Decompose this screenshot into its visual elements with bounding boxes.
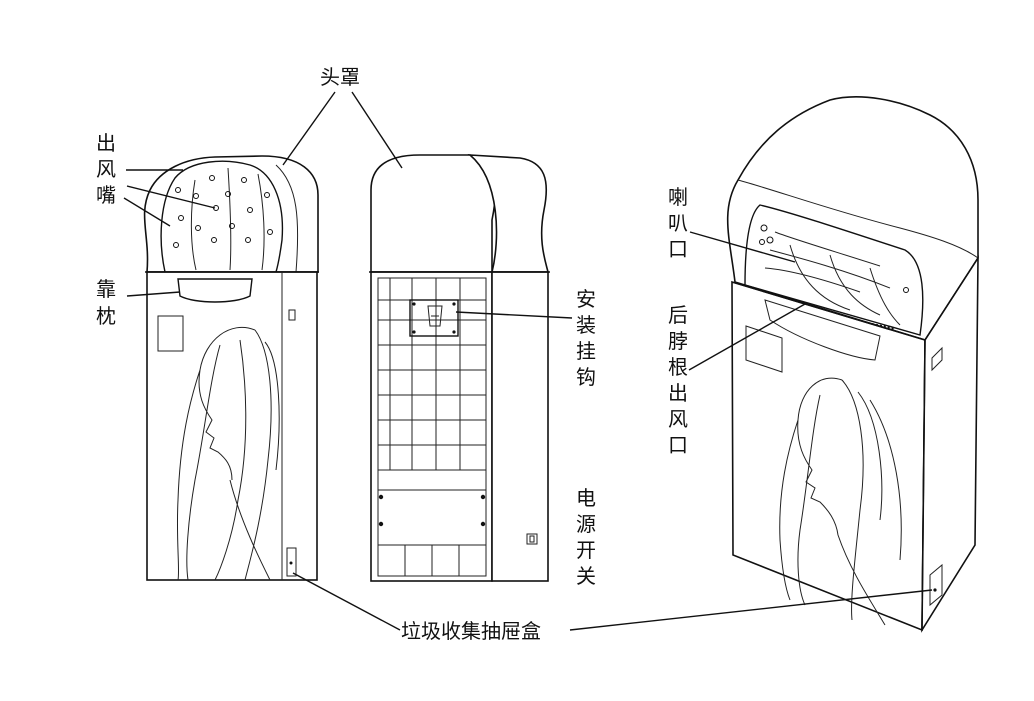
label-mounting-hook-2: 装 — [576, 313, 596, 337]
label-horn-mouth-2: 叭 — [668, 211, 688, 235]
iso-view-unit — [726, 96, 979, 633]
label-neck-outlet-4: 出 — [668, 381, 688, 405]
iso-hood-seam-side — [924, 257, 979, 341]
iso-woman-artwork — [779, 377, 902, 626]
iso-hood-opening — [744, 204, 924, 336]
label-headrest-1: 靠 — [96, 277, 116, 301]
mounting-hook — [427, 305, 443, 327]
label-neck-outlet-2: 脖 — [668, 329, 688, 353]
label-mounting-hook-4: 钩 — [576, 365, 596, 389]
back-hood-side — [467, 154, 550, 273]
label-air-nozzle-1: 出 — [96, 131, 116, 155]
label-neck-outlet-5: 风 — [668, 407, 688, 431]
front-trash-drawer-knob — [289, 561, 293, 565]
label-neck-outlet-3: 根 — [668, 355, 688, 379]
label-hood: 头罩 — [320, 65, 360, 89]
air-nozzle-dots — [173, 175, 273, 248]
back-cabinet-side — [491, 271, 549, 582]
iso-panel-window — [745, 325, 783, 373]
label-power-switch-1: 电 — [576, 486, 596, 510]
label-horn-mouth-3: 口 — [668, 237, 688, 261]
power-switch — [526, 533, 538, 545]
mounting-plate-bolts — [378, 302, 486, 527]
front-hood-ribs — [190, 167, 265, 271]
iso-trash-drawer-knob — [933, 588, 937, 592]
front-panel-window — [157, 315, 184, 352]
label-mounting-hook-3: 挂 — [576, 339, 596, 363]
horn-mouth-nozzles — [759, 224, 909, 293]
back-hood — [370, 154, 497, 273]
label-neck-outlet-6: 口 — [668, 433, 688, 457]
iso-cabinet-corner — [921, 339, 926, 631]
headrest — [177, 278, 253, 303]
back-cabinet-open — [370, 271, 493, 582]
iso-headrest — [764, 299, 881, 361]
front-side-slot — [288, 309, 296, 321]
front-hood-edge — [275, 164, 299, 273]
label-trash-drawer: 垃圾收集抽屉盒 — [401, 619, 541, 643]
front-view-unit — [143, 155, 319, 581]
label-neck-outlet-1: 后 — [668, 303, 688, 327]
back-internal-frame — [377, 277, 487, 577]
front-hood — [143, 155, 319, 273]
front-cabinet — [146, 271, 318, 581]
front-woman-artwork — [176, 326, 280, 581]
power-switch-rocker — [529, 535, 535, 543]
iso-side-slot — [931, 346, 943, 372]
iso-hood-top-edge — [737, 179, 979, 259]
mounting-hook-plate — [409, 299, 459, 337]
label-headrest-2: 枕 — [96, 304, 116, 328]
iso-cabinet-front — [731, 280, 926, 632]
callout-labels: 头罩 出 风 嘴 靠 枕 安 装 挂 钩 电 源 开 关 垃圾收集抽屉盒 喇 叭… — [96, 65, 688, 643]
label-air-nozzle-3: 嘴 — [96, 183, 116, 207]
label-horn-mouth-1: 喇 — [668, 185, 688, 209]
label-power-switch-4: 关 — [576, 564, 596, 588]
iso-trash-drawer — [929, 563, 943, 607]
horn-mouth — [764, 231, 901, 326]
front-hood-bowl — [160, 160, 284, 273]
label-air-nozzle-2: 风 — [96, 157, 116, 181]
iso-hood — [726, 96, 979, 341]
back-view-unit — [369, 154, 550, 582]
leader-lines — [123, 91, 933, 631]
front-trash-drawer — [286, 547, 297, 577]
label-power-switch-2: 源 — [576, 512, 596, 536]
iso-hood-seam — [731, 281, 926, 341]
label-power-switch-3: 开 — [576, 538, 596, 562]
label-mounting-hook-1: 安 — [576, 287, 596, 311]
